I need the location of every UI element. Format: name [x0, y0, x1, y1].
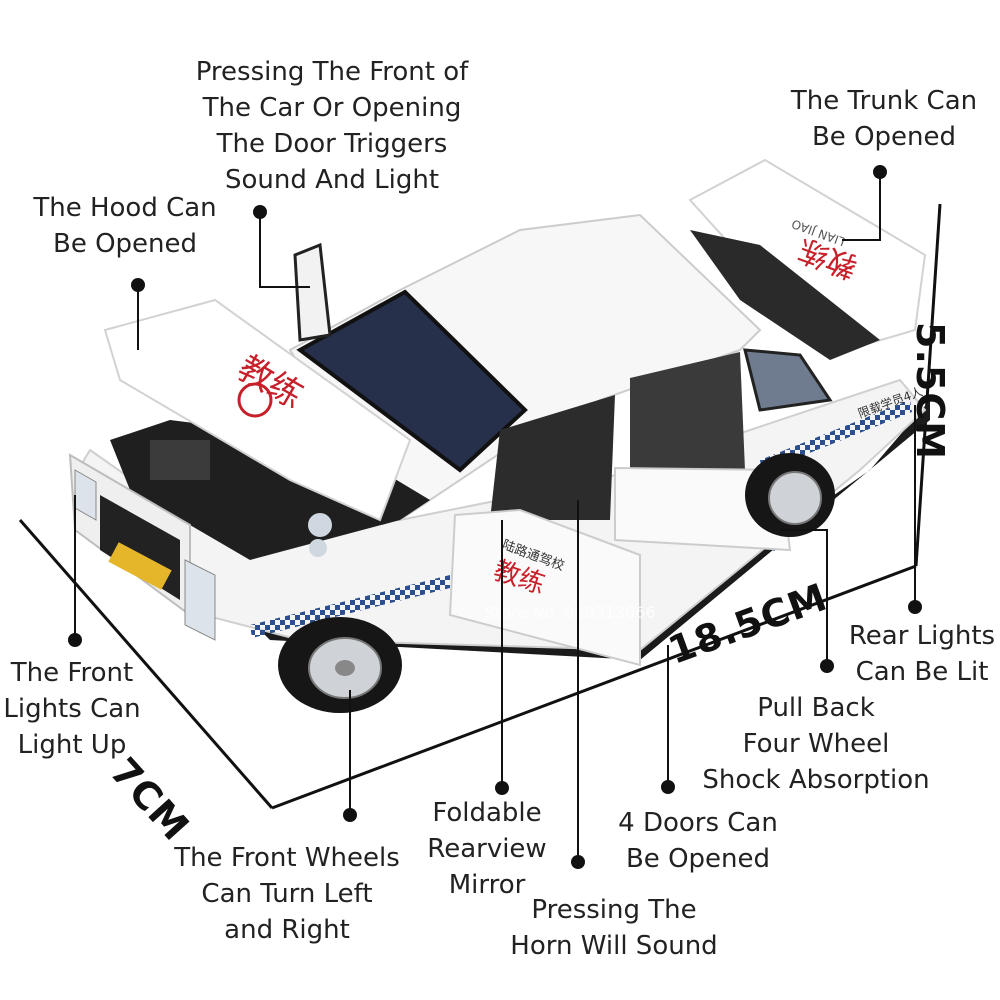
front-wheel	[278, 617, 402, 713]
windshield	[296, 289, 528, 473]
dimension-line-width	[18, 519, 274, 809]
callout-doors: 4 Doors Can Be Opened	[618, 808, 778, 874]
engine-block	[150, 440, 210, 480]
dimension-line-length	[271, 564, 917, 810]
hood-emblem	[237, 382, 273, 418]
dimension-height-label: 5.5CM	[908, 322, 952, 461]
front-door-open	[448, 508, 641, 667]
callout-mirror: Foldable Rearview Mirror	[427, 798, 547, 900]
dot-mirror	[495, 781, 509, 795]
leader-trunk	[842, 172, 881, 241]
dot-horn	[571, 855, 585, 869]
dot-front-wheels	[343, 808, 357, 822]
callout-horn: Pressing The Horn Will Sound	[510, 895, 718, 961]
far-door-open	[293, 242, 332, 342]
callout-rear-lights: Rear Lights Can Be Lit	[848, 621, 996, 687]
dot-front-lights	[68, 633, 82, 647]
headlight-right	[184, 559, 216, 641]
watermark-text: Store No. 900313066	[485, 603, 656, 622]
rear-wheel	[745, 453, 835, 537]
dot-trunk	[873, 165, 887, 179]
dot-hood	[131, 278, 145, 292]
dot-rear-lights	[908, 600, 922, 614]
car-underbody	[70, 400, 930, 660]
callout-trunk: The Trunk Can Be Opened	[790, 86, 978, 152]
callout-front-sound-light: Pressing The Front of The Car Or Opening…	[195, 57, 469, 195]
callout-pull-back: Pull Back Four Wheel Shock Absorption	[702, 693, 930, 795]
hood-panel	[103, 298, 412, 522]
trunk-cavity	[690, 230, 880, 360]
dot-pull-back	[820, 659, 834, 673]
checker-stripe-front	[250, 575, 450, 638]
rear-side-window	[630, 352, 745, 470]
rear-quarter-window	[743, 348, 833, 412]
callout-front-lights: The Front Lights Can Light Up	[3, 658, 141, 760]
leader-pull-back	[780, 529, 828, 666]
license-plate	[108, 542, 172, 590]
callout-hood: The Hood Can Be Opened	[33, 193, 217, 259]
dimension-line-height	[914, 203, 942, 567]
callout-front-wheels: The Front Wheels Can Turn Left and Right	[174, 843, 400, 945]
engine-cap	[308, 513, 332, 537]
engine-cap-2	[309, 539, 327, 557]
leader-lines	[74, 172, 916, 862]
dot-doors	[661, 780, 675, 794]
front-side-window	[490, 395, 615, 520]
leader-dots	[68, 165, 922, 869]
dot-front-sound	[253, 205, 267, 219]
leader-front-sound	[259, 212, 310, 288]
